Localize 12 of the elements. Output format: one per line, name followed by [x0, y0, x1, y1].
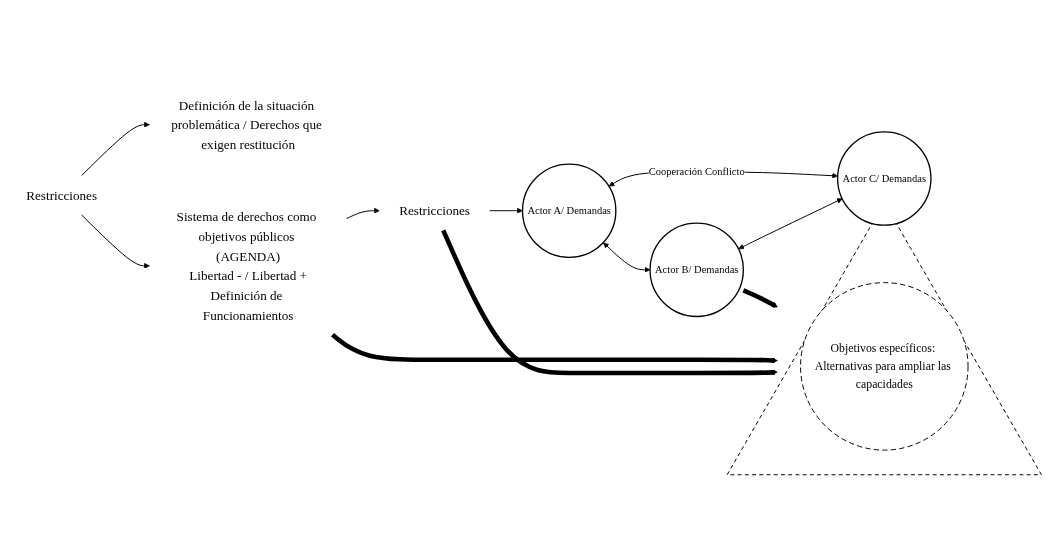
- node-text: Sistema de derechos como objetivos públicos (AGENDA) Libertad - / Libertad + Definición de Funcionamientos: [176, 209, 317, 323]
- node-text: Restricciones: [399, 203, 470, 218]
- edge-label: Cooperación Conflicto: [648, 166, 745, 178]
- arrow: [441, 229, 778, 376]
- node-circle: Actor B/ Demandas: [649, 222, 744, 318]
- arrow: [742, 288, 778, 308]
- node-circle: Actor C/ Demandas: [836, 131, 932, 226]
- node-circle: Actor A/ Demandas: [521, 163, 617, 258]
- node-text: Definición de la situación problemática / Derechos que exigen restitución: [171, 97, 322, 152]
- node-text: Restricciones: [26, 188, 98, 203]
- arrow: [331, 333, 778, 364]
- node-circle: Objetivos específicos: Alternativas para ampliar las capacidades: [800, 282, 969, 451]
